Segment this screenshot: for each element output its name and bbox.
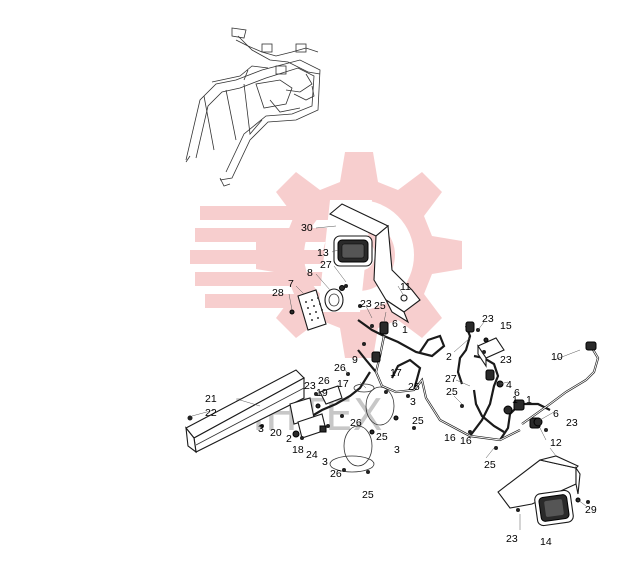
callout-number: 23 <box>304 380 316 392</box>
callout-number: 23 <box>482 313 494 325</box>
callout-number: 26 <box>350 417 362 429</box>
bracket-assembly <box>289 385 343 439</box>
wiring-harness <box>311 319 551 442</box>
lamp-bracket <box>328 203 421 324</box>
callout-number: 23 <box>506 533 518 545</box>
callout-number: 1 <box>512 394 518 406</box>
callout-number: 29 <box>585 504 597 516</box>
rear-harness-10 <box>521 341 600 425</box>
work-lamp-14 <box>534 489 581 527</box>
speaker-7 <box>289 289 327 331</box>
callout-number: 1 <box>526 394 532 406</box>
callout-number: 6 <box>514 387 520 399</box>
callout-number: 25 <box>446 386 458 398</box>
callout-number: 22 <box>205 407 217 419</box>
callout-number: 19 <box>316 387 328 399</box>
side-harness-16 <box>472 380 543 433</box>
callout-number: 18 <box>292 444 304 456</box>
relay-15 <box>465 321 505 368</box>
leader-lines <box>191 225 587 530</box>
callout-number: 23 <box>566 417 578 429</box>
clamps <box>329 383 399 473</box>
callout-number: 16 <box>444 432 456 444</box>
callout-number: 21 <box>205 393 217 405</box>
callout-number: 25 <box>484 459 496 471</box>
callout-number: 16 <box>460 435 472 447</box>
callout-number: 11 <box>400 281 411 293</box>
callout-number: 15 <box>500 320 512 332</box>
callout-number: 10 <box>551 351 563 363</box>
callout-number: 6 <box>553 408 559 420</box>
callout-number: 23 <box>360 298 372 310</box>
callout-number: 12 <box>550 437 562 449</box>
callout-number: 26 <box>318 375 330 387</box>
callout-number: 13 <box>317 247 329 259</box>
callout-number: 25 <box>412 415 424 427</box>
callout-number: 26 <box>334 362 346 374</box>
callout-number: 24 <box>306 449 318 461</box>
callout-number: 27 <box>320 259 332 271</box>
horn-8 <box>324 285 345 312</box>
beam-21 <box>185 369 305 454</box>
callout-number: 25 <box>376 431 388 443</box>
callout-number: 3 <box>322 456 328 468</box>
callout-number: 17 <box>390 367 402 379</box>
fasteners <box>187 284 590 512</box>
callout-number: 26 <box>330 468 342 480</box>
callout-number: 1 <box>402 324 408 336</box>
loader-frame-overview <box>185 27 321 187</box>
callout-number: 6 <box>392 318 398 330</box>
work-lamp-13 <box>333 235 373 267</box>
callout-number: 3 <box>410 396 416 408</box>
lamp-bracket-12 <box>497 455 581 509</box>
callout-number: 20 <box>270 427 282 439</box>
callout-number: 25 <box>374 300 386 312</box>
callout-number: 30 <box>301 222 313 234</box>
callout-number: 28 <box>272 287 284 299</box>
callout-number: 8 <box>307 267 313 279</box>
callout-number: 2 <box>286 433 292 445</box>
callout-number: 3 <box>394 444 400 456</box>
callout-number: 25 <box>408 381 420 393</box>
callout-number: 25 <box>362 489 374 501</box>
callout-number: 14 <box>540 536 552 548</box>
callout-number: 4 <box>506 379 512 391</box>
callout-number: 3 <box>258 423 264 435</box>
callout-number: 7 <box>288 278 294 290</box>
callout-number: 17 <box>337 378 349 390</box>
callout-number: 27 <box>445 373 457 385</box>
callout-number: 9 <box>352 354 358 366</box>
callout-number: 23 <box>500 354 512 366</box>
callout-number: 2 <box>446 351 452 363</box>
